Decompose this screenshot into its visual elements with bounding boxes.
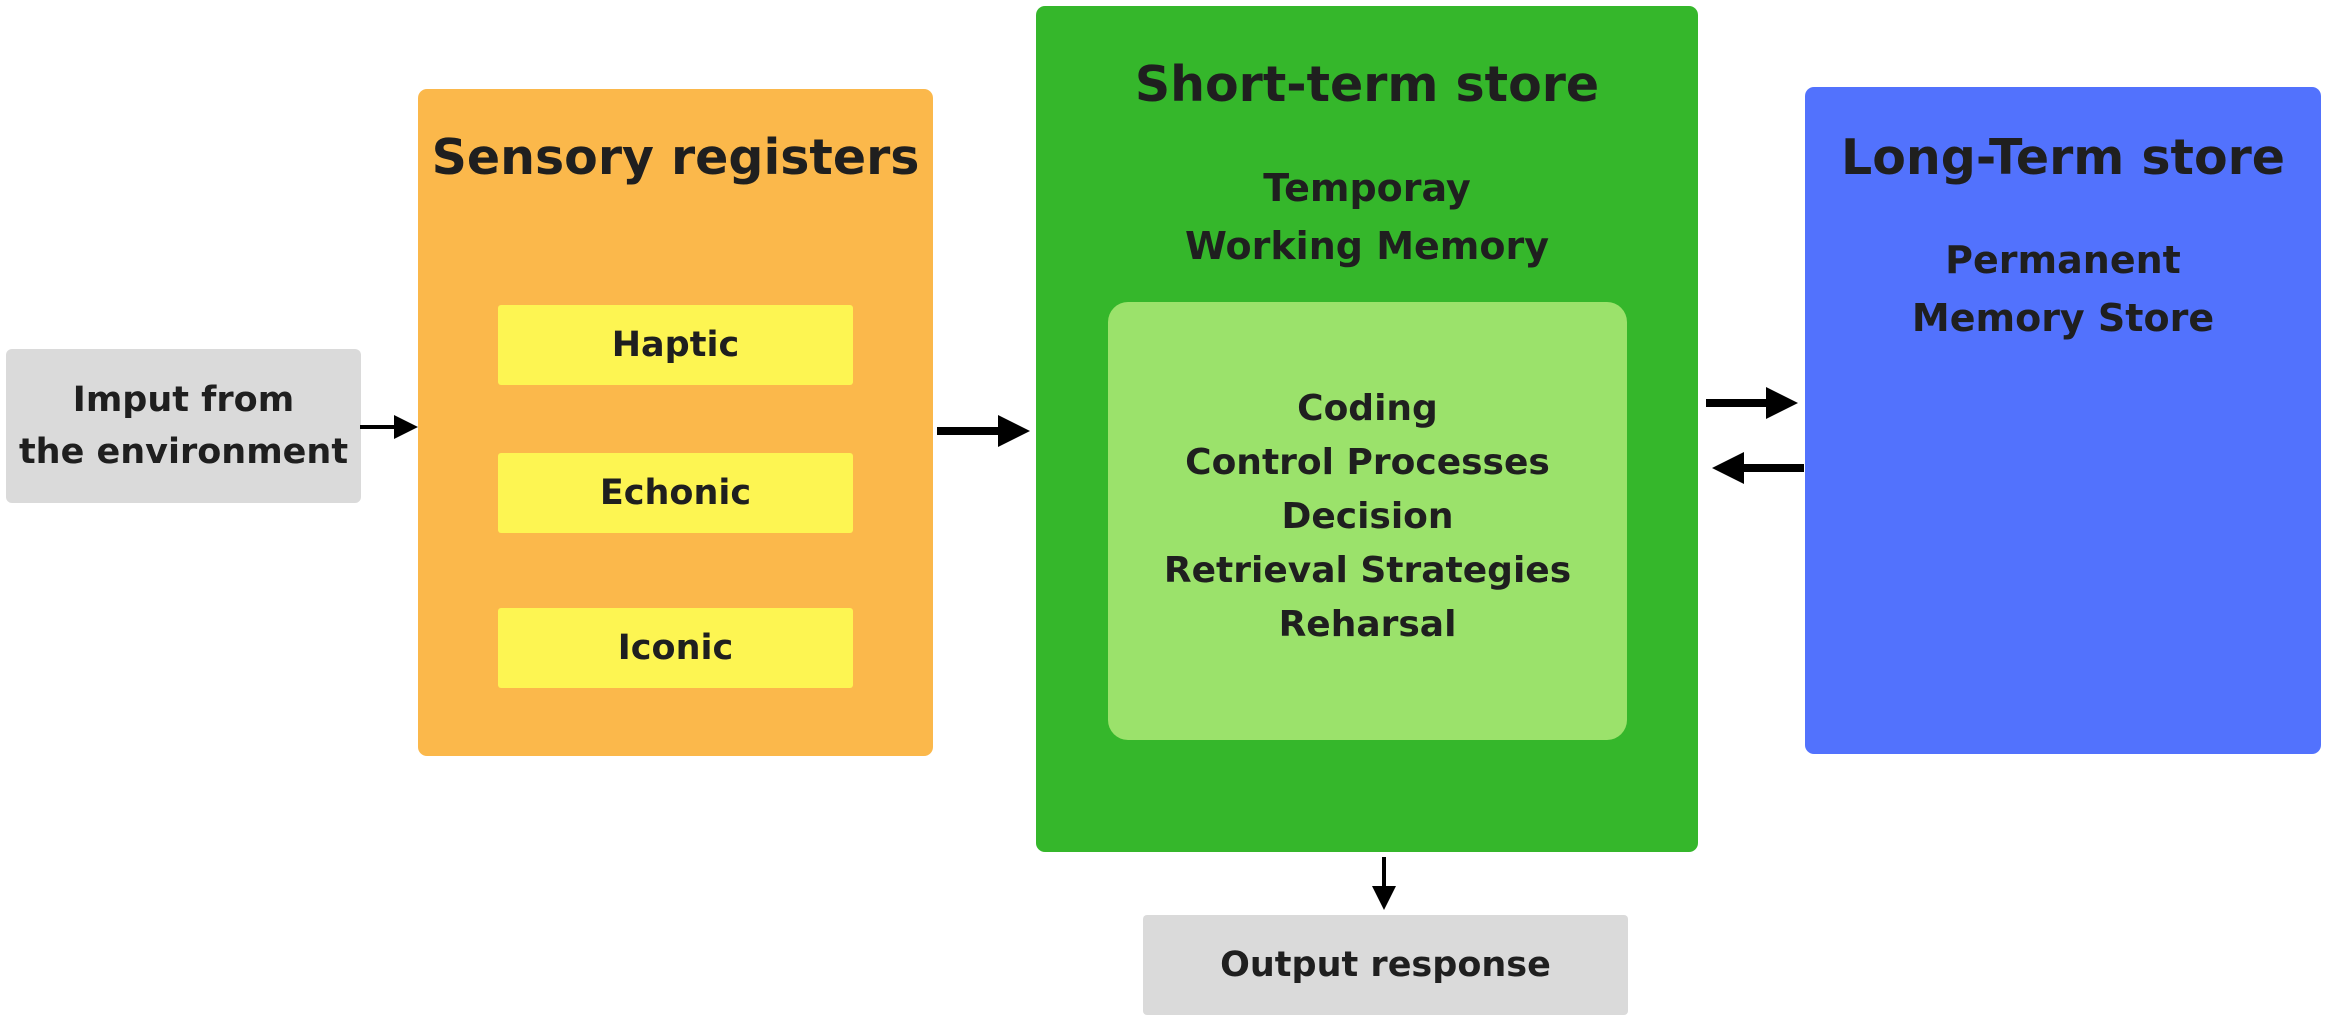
process-item-control-processes: Control Processes — [1185, 442, 1550, 483]
process-item-decision: Decision — [1281, 496, 1454, 537]
process-item-coding: Coding — [1297, 388, 1438, 429]
process-item-retrieval-strategies: Retrieval Strategies — [1163, 550, 1572, 591]
long-term-store-node: Long-Term store Permanent Memory Store — [1805, 87, 2321, 754]
sensory-registers-node: Sensory registers Haptic Echonic Iconic — [418, 89, 933, 756]
sensory-item-echonic: Echonic — [498, 453, 853, 533]
short-term-store-subtitle: Temporay Working Memory — [1185, 166, 1549, 268]
long-term-store-title: Long-Term store — [1840, 129, 2286, 186]
sensory-item-iconic: Iconic — [498, 608, 853, 688]
output-response-node: Output response — [1143, 915, 1628, 1015]
long-term-store-subtitle: Permanent Memory Store — [1911, 238, 2215, 340]
process-item-rehearsal: Reharsal — [1278, 604, 1457, 645]
output-response-label: Output response — [1220, 945, 1551, 985]
short-term-store-title: Short-term store — [1134, 56, 1600, 113]
input-node: Imput from the environment — [6, 349, 361, 503]
control-processes-panel: Coding Control Processes Decision Retrie… — [1108, 302, 1627, 740]
sensory-registers-title: Sensory registers — [431, 129, 920, 186]
sensory-item-haptic: Haptic — [498, 305, 853, 385]
short-term-store-node: Short-term store Temporay Working Memory… — [1036, 6, 1698, 852]
input-label: Imput from the environment — [18, 380, 349, 472]
